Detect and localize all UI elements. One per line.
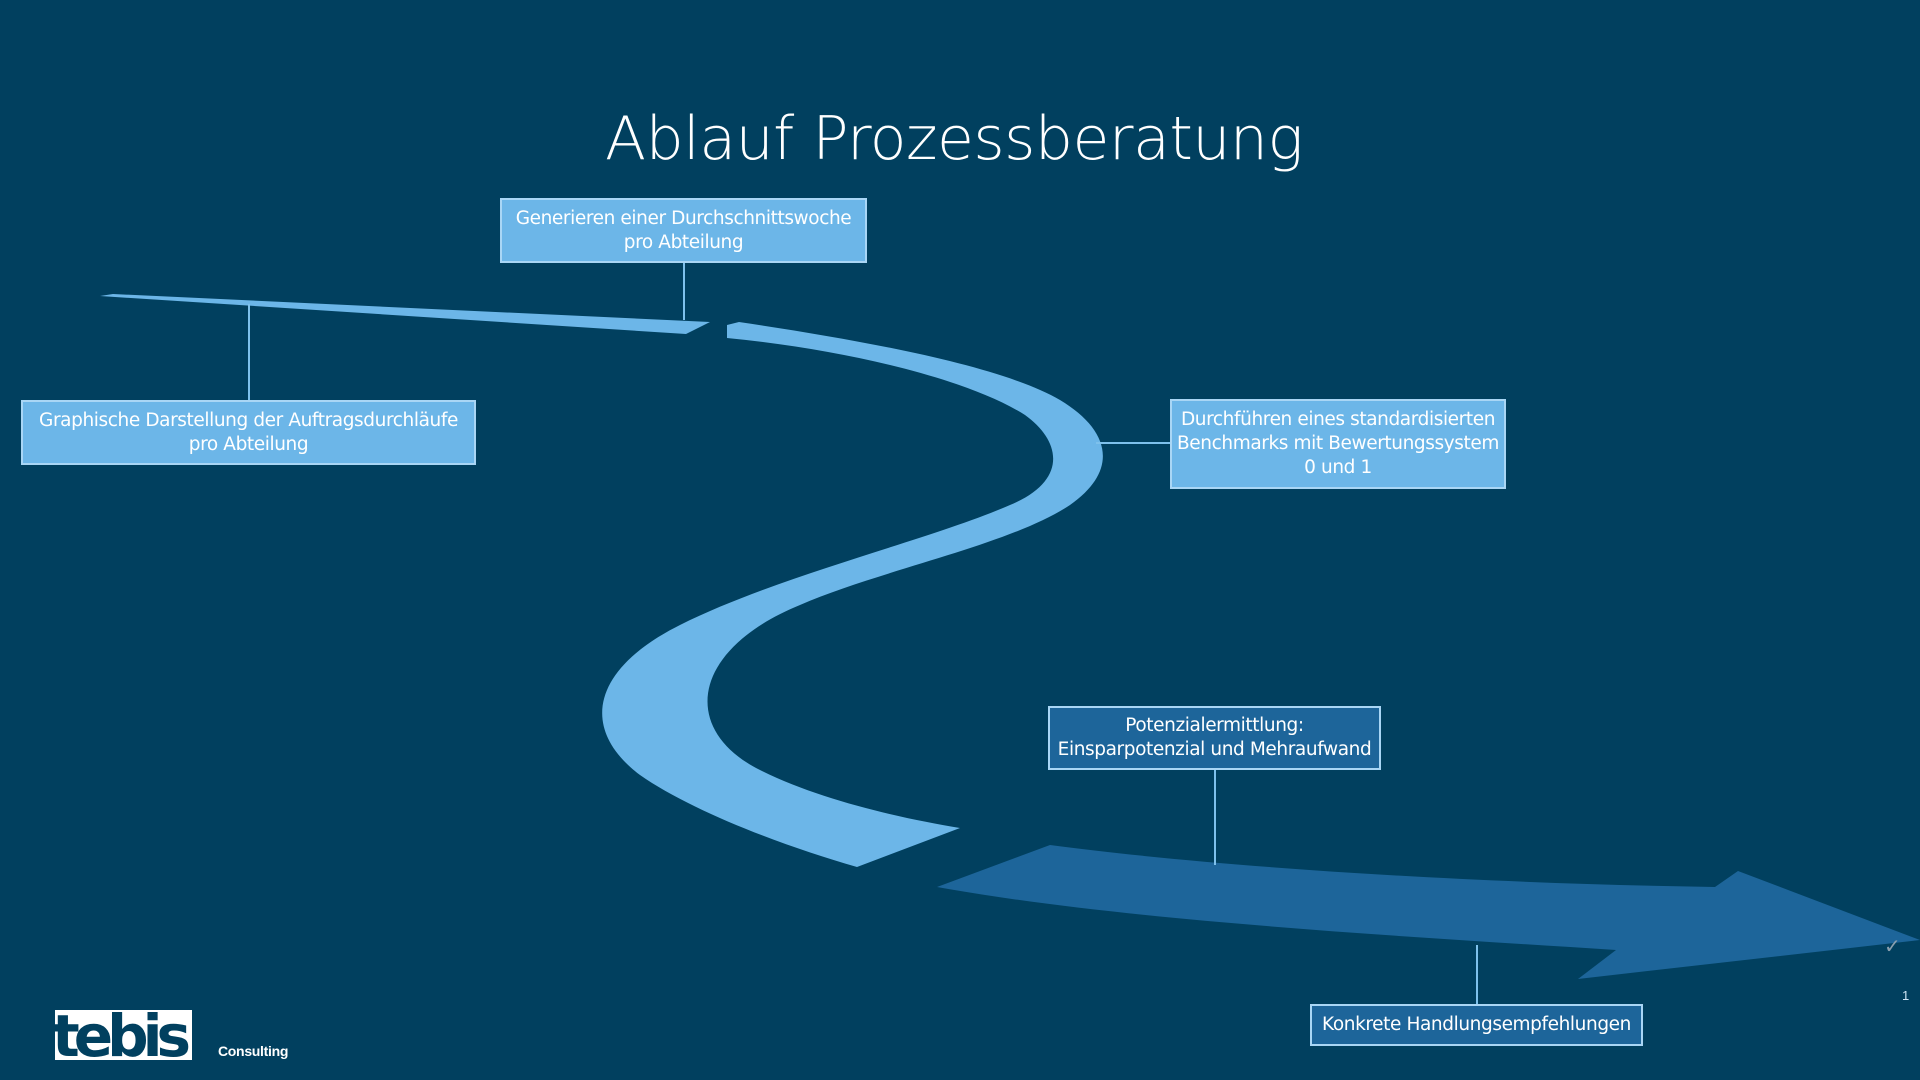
step-label-5: Konkrete Handlungsempfehlungen xyxy=(1322,1014,1631,1035)
slide-title: Ablauf Prozessberatung xyxy=(605,104,1303,174)
connector-step-1 xyxy=(248,304,250,400)
step-label-4: Potenzialermittlung: Einsparpotenzial un… xyxy=(1057,715,1372,760)
step-box-4: Potenzialermittlung: Einsparpotenzial un… xyxy=(1048,706,1381,770)
page-number: 1 xyxy=(1902,988,1910,1003)
step-box-3: Durchführen eines standardisierten Bench… xyxy=(1170,399,1506,489)
connector-step-4 xyxy=(1214,769,1216,865)
connector-step-2 xyxy=(683,262,685,320)
step-box-1: Graphische Darstellung der Auftragsdurch… xyxy=(21,400,476,465)
logo-wordmark: tebis xyxy=(55,1010,188,1060)
tebis-logo: tebis xyxy=(55,1010,192,1060)
logo-subtitle: Consulting xyxy=(218,1043,289,1059)
step-label-2: Generieren einer Durchschnittswoche pro … xyxy=(515,207,852,253)
step-box-5: Konkrete Handlungsempfehlungen xyxy=(1310,1004,1643,1046)
step-label-1: Graphische Darstellung der Auftragsdurch… xyxy=(39,409,458,455)
connector-step-5 xyxy=(1476,945,1478,1005)
road-segment-1 xyxy=(100,294,710,334)
step-label-3: Durchführen eines standardisierten Bench… xyxy=(1177,409,1499,478)
connector-step-3 xyxy=(1096,442,1170,444)
road-arrow xyxy=(937,845,1920,979)
step-box-2: Generieren einer Durchschnittswoche pro … xyxy=(500,198,867,263)
check-icon: ✓ xyxy=(1884,934,1901,958)
road-segment-2 xyxy=(602,322,1103,867)
